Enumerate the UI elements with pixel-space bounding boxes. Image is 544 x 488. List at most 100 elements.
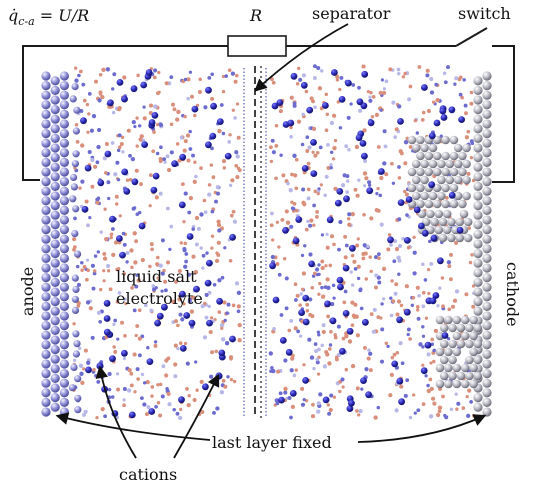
anode-atom [59,177,69,187]
cathode-atom [482,186,492,196]
electrolyte-ion [151,284,156,288]
electrolyte-ion [104,142,109,146]
electrolyte-ion [80,268,84,273]
cation [97,179,105,187]
electrolyte-ion [195,388,199,392]
electrolyte-ion [364,176,369,181]
electrolyte-ion [204,292,209,297]
electrolyte-ion [436,412,441,418]
electrolyte-ion [97,98,102,103]
cation [448,191,456,199]
electrolyte-ion [326,403,330,407]
electrolyte-ion [92,164,98,169]
electrolyte-ion [135,367,140,372]
anode-atom [41,157,51,167]
electrolyte-ion [96,196,101,200]
deposit-atom [439,355,449,365]
cation [278,396,285,404]
electrolyte-ion [182,148,187,153]
deposit-atom [416,183,425,193]
electrolyte-ion [123,333,127,338]
electrolyte-ion [103,207,107,211]
electrolyte-ion [164,373,169,378]
electrolyte-ion [391,100,396,105]
cation [84,164,92,172]
anode-atom [59,186,69,196]
electrolyte-ion [163,279,168,284]
electrolyte-ion [416,308,420,312]
electrolyte-ion [408,145,413,149]
cathode-atom [473,105,483,115]
cathode-atom [473,124,483,134]
anode-atom [41,148,51,158]
electrolyte-ion [390,161,394,166]
electrolyte-ion [421,402,426,406]
electrolyte-ion [368,255,372,259]
deposit-atom [473,339,483,349]
electrolyte-ion [150,394,154,398]
cation [359,140,367,147]
electrolyte-ion [308,252,313,257]
electrolyte-ion [118,145,122,149]
electrolyte-ion [195,103,200,108]
electrolyte-ion [350,253,355,258]
electrolyte-ion [231,209,236,214]
electrolyte-ion [234,163,239,168]
anode-atom [41,397,51,407]
electrolyte-ion [90,263,96,268]
electrolyte-ion [326,314,330,319]
electrolyte-ion [376,315,381,319]
electrolyte-ion [432,348,437,353]
deposit-atom [469,331,478,341]
cathode-atom [473,76,483,86]
cation [310,139,317,146]
electrolyte-ion [283,358,288,363]
cathode-atom [473,249,483,259]
electrolyte-ion [392,259,397,264]
electrolyte-ion [155,255,160,260]
deposit-atom [462,191,471,201]
electrolyte-ion [272,326,276,331]
anode-atom [59,215,69,225]
electrolyte-ion [298,77,303,82]
electrolyte-ion [146,405,151,410]
cation [109,215,116,223]
electrolyte-ion [153,68,158,73]
electrolyte-ion [384,79,389,84]
cathode-atom [473,297,483,307]
cation [151,112,159,119]
electrolyte-ion [431,100,436,104]
electrolyte-ion [417,65,422,69]
electrolyte-ion [294,186,299,191]
anode-atom [59,407,69,417]
electrolyte-ion [468,260,473,265]
electrolyte-ion [317,272,321,277]
electrolyte-ion [282,257,287,261]
anode-atom [71,230,79,238]
anode-atom [50,220,60,230]
deposit-atom [453,143,463,153]
electrolyte-ion [216,222,222,228]
electrolyte-ion [216,191,220,196]
anode-atom [71,274,79,282]
anode-atom [41,129,51,139]
anode-atom [41,301,51,311]
electrolyte-ion [322,364,327,369]
cation [287,119,295,127]
electrolyte-ion [467,226,472,230]
electrolyte-ion [220,326,224,330]
electrolyte-ion [292,153,297,158]
electrolyte-ion [277,245,281,249]
electrolyte-ion [369,90,373,95]
electrolyte-ion [135,144,139,148]
electrolyte-ion [276,369,281,374]
electrolyte-ion [432,401,437,406]
electrolyte-ion [465,394,469,399]
electrolyte-ion [115,372,120,376]
electrolyte-ion [397,104,402,109]
electrolyte-ion [356,264,361,269]
electrolyte-ion [145,379,150,385]
cathode-atom [482,100,492,110]
electrolyte-ion [102,256,108,261]
electrolyte-ion [426,383,430,388]
